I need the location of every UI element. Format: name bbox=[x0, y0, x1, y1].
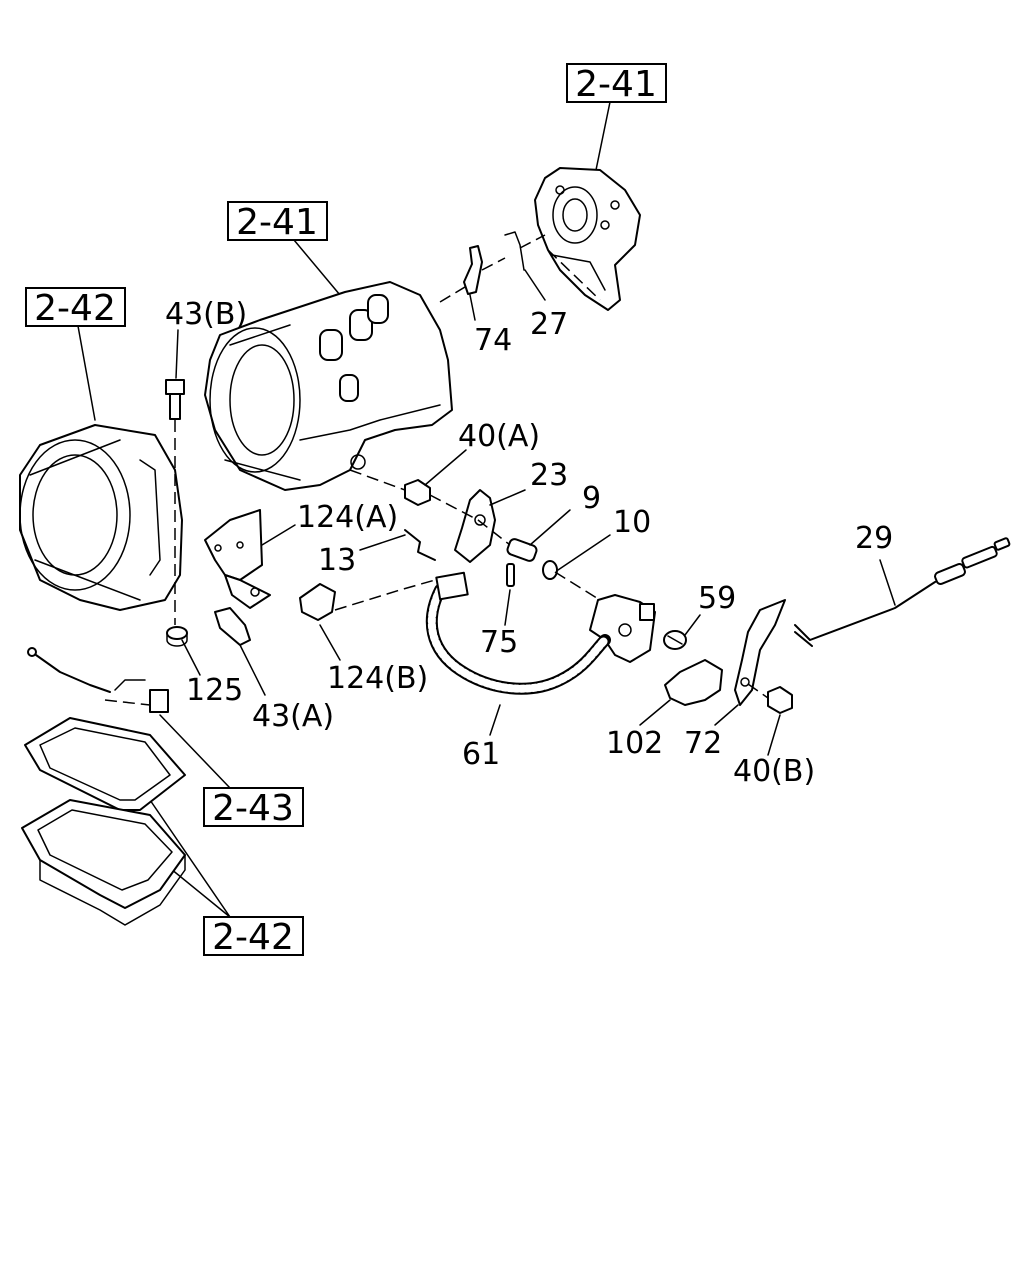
transmission-case bbox=[204, 281, 453, 491]
reference-leaders bbox=[77, 101, 611, 918]
reference-box-2-42-left[interactable]: 2-42 bbox=[25, 287, 126, 329]
callout-72[interactable]: 72 bbox=[684, 726, 722, 761]
neutral-switch-assembly bbox=[589, 594, 656, 663]
callout-40b[interactable]: 40(B) bbox=[733, 754, 815, 789]
callout-75[interactable]: 75 bbox=[480, 625, 518, 660]
part-40b-nut bbox=[767, 686, 793, 714]
callout-43a[interactable]: 43(A) bbox=[252, 699, 334, 734]
callout-leaders bbox=[175, 269, 896, 756]
callout-23[interactable]: 23 bbox=[530, 458, 568, 493]
callout-43b[interactable]: 43(B) bbox=[165, 297, 247, 332]
part-59-screw bbox=[663, 630, 687, 650]
callout-9[interactable]: 9 bbox=[582, 481, 601, 516]
part-10-washer bbox=[542, 560, 558, 580]
part-125-washer bbox=[166, 626, 188, 647]
svg-text:2-41: 2-41 bbox=[575, 64, 657, 105]
callout-29[interactable]: 29 bbox=[855, 521, 893, 556]
part-43a-bolt bbox=[214, 607, 251, 646]
callout-102[interactable]: 102 bbox=[606, 726, 663, 761]
part-29-cable bbox=[794, 537, 1011, 647]
part-124b-clip bbox=[299, 583, 336, 621]
part-43b-bolt bbox=[165, 379, 185, 420]
callout-124b[interactable]: 124(B) bbox=[327, 661, 428, 696]
sensor-wire bbox=[27, 647, 169, 713]
guide-dash-74 bbox=[439, 234, 546, 303]
part-9-switch bbox=[506, 538, 538, 562]
guide-dash-23 bbox=[429, 494, 511, 546]
part-27-spring bbox=[504, 231, 525, 271]
converter-housing bbox=[19, 424, 183, 611]
guide-dash-124b bbox=[334, 579, 436, 611]
part-13-rod bbox=[404, 529, 436, 561]
callout-27[interactable]: 27 bbox=[530, 307, 568, 342]
svg-text:2-43: 2-43 bbox=[212, 788, 294, 829]
guide-dash-40b bbox=[747, 683, 769, 699]
callout-74[interactable]: 74 bbox=[474, 323, 512, 358]
part-124a-bracket bbox=[204, 509, 271, 609]
reference-box-2-41-mid[interactable]: 2-41 bbox=[227, 201, 328, 243]
callout-13[interactable]: 13 bbox=[318, 543, 356, 578]
part-61-harness bbox=[425, 571, 611, 695]
guide-dash-10 bbox=[554, 571, 601, 601]
callout-124a[interactable]: 124(A) bbox=[297, 500, 398, 535]
callout-10[interactable]: 10 bbox=[613, 505, 651, 540]
callout-61[interactable]: 61 bbox=[462, 737, 500, 772]
svg-text:2-41: 2-41 bbox=[236, 202, 318, 243]
oil-pan bbox=[21, 799, 186, 926]
part-23-sector bbox=[454, 489, 496, 563]
svg-text:2-42: 2-42 bbox=[34, 288, 116, 329]
reference-box-2-43[interactable]: 2-43 bbox=[203, 787, 304, 829]
svg-text:2-42: 2-42 bbox=[212, 917, 294, 958]
callout-59[interactable]: 59 bbox=[698, 581, 736, 616]
reference-box-2-41-top[interactable]: 2-41 bbox=[566, 63, 667, 105]
part-102-bracket bbox=[664, 659, 723, 706]
reference-box-2-42-bottom[interactable]: 2-42 bbox=[203, 916, 304, 958]
part-75-pin bbox=[506, 563, 515, 587]
part-40a-nut bbox=[404, 479, 431, 506]
part-74-detent-lever bbox=[463, 245, 483, 295]
part-72-bracket bbox=[734, 599, 786, 706]
oil-pan-gasket bbox=[24, 717, 186, 811]
callout-125[interactable]: 125 bbox=[186, 673, 243, 708]
callout-40a[interactable]: 40(A) bbox=[458, 419, 540, 454]
extension-housing bbox=[534, 167, 641, 311]
